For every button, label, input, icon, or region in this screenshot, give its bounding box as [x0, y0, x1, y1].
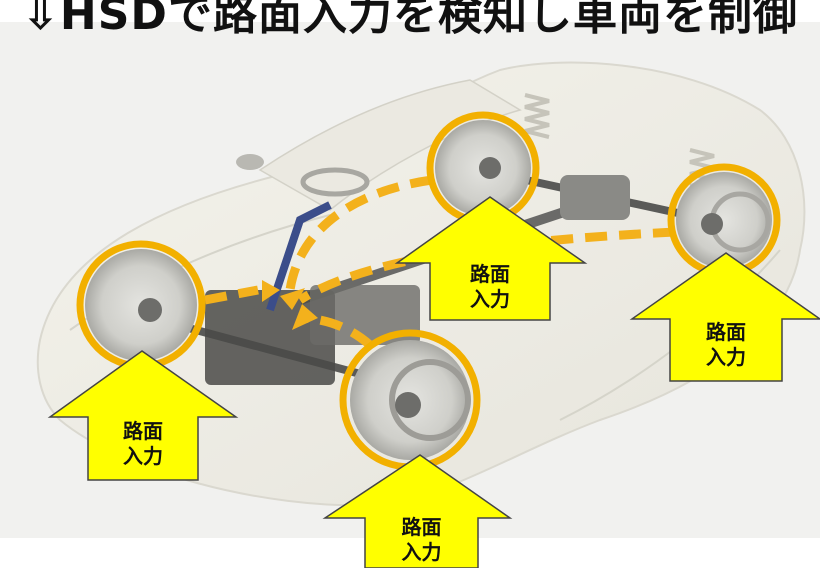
rear-differential	[560, 175, 630, 220]
label-line1: 路面	[706, 320, 746, 344]
label-line1: 路面	[470, 262, 510, 286]
label-line2: 入力	[706, 345, 746, 369]
arrow-shape-front-left	[47, 350, 239, 481]
signal-from-front-left	[204, 285, 259, 305]
arrow-shape-rear-left	[394, 196, 588, 321]
signal-arrowhead-3	[262, 280, 280, 302]
arrow-label-front-left: 路面 入力	[88, 419, 198, 469]
arrow-label-rear-right: 路面 入力	[670, 320, 782, 370]
signal-arrowhead-2	[292, 304, 318, 330]
coil-spring-left	[524, 93, 550, 139]
page-title: ⇩HSDで路面入力を検知し車両を制御	[22, 0, 798, 40]
hub-front-right	[395, 392, 421, 418]
hub-rear-right	[701, 213, 723, 235]
rim-front-right	[389, 359, 471, 441]
car-body	[36, 61, 806, 507]
transmission	[310, 285, 420, 345]
mirror	[236, 154, 264, 170]
signal-from-front-right	[304, 313, 373, 349]
label-line2: 入力	[470, 287, 510, 311]
hub-front-left	[138, 298, 162, 322]
arrow-label-rear-left: 路面 入力	[430, 262, 550, 312]
label-line1: 路面	[123, 419, 163, 443]
arrow-label-front-right: 路面 入力	[365, 515, 478, 565]
label-line2: 入力	[401, 540, 442, 564]
hub-rear-left	[479, 157, 501, 179]
arrow-shape-rear-right	[629, 252, 820, 382]
steering-wheel	[300, 167, 370, 197]
signal-arrowhead-1	[280, 288, 305, 310]
label-line2: 入力	[123, 444, 163, 468]
label-line1: 路面	[401, 515, 442, 539]
